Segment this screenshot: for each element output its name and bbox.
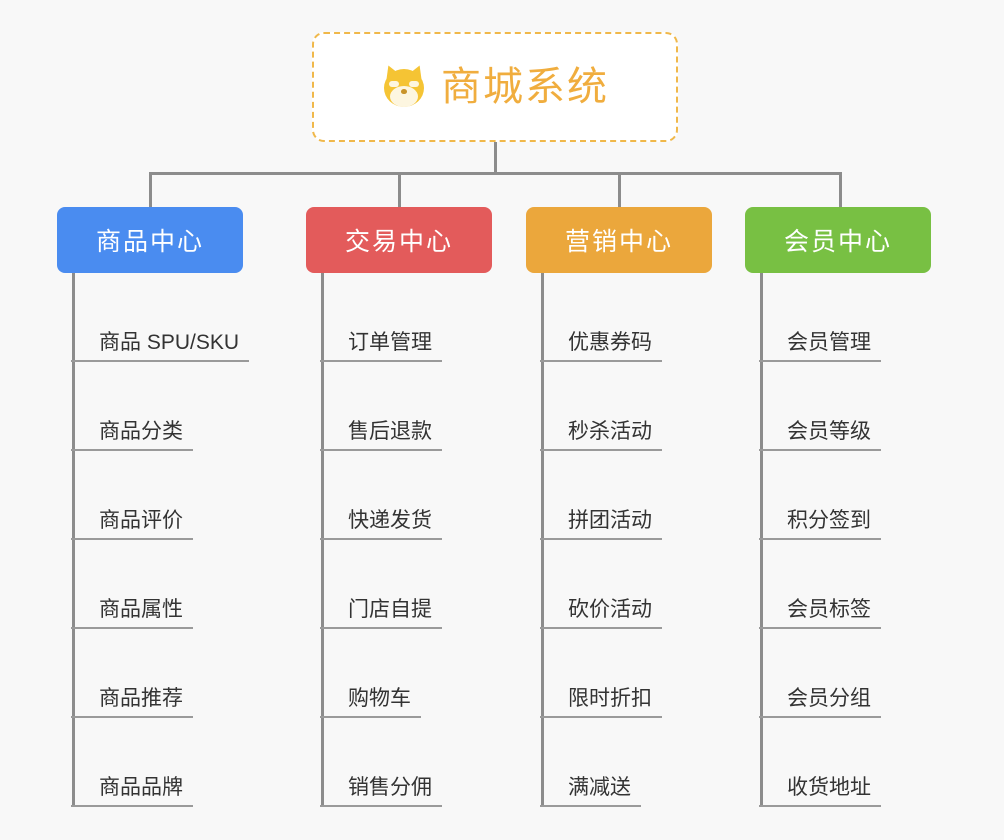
leaf-item[interactable]: 会员分组: [745, 629, 931, 719]
connector-spine-product-center: [72, 273, 75, 807]
category-header-marketing-center[interactable]: 营销中心: [526, 207, 712, 273]
leaf-list-marketing-center: 优惠券码 秒杀活动 拼团活动 砍价活动 限时折扣 满减送: [526, 273, 712, 808]
connector-drop-product-center: [149, 172, 152, 207]
shiba-dog-face-icon: [380, 62, 428, 110]
leaf-item[interactable]: 会员等级: [745, 362, 931, 452]
connector-spine-marketing-center: [541, 273, 544, 807]
leaf-item-label: 限时折扣: [540, 687, 662, 719]
leaf-item[interactable]: 满减送: [526, 718, 712, 808]
leaf-item-label: 售后退款: [320, 420, 442, 452]
column-member-center: 会员中心 会员管理 会员等级 积分签到 会员标签 会员分组 收货地址: [745, 207, 931, 808]
category-header-label: 会员中心: [783, 228, 892, 256]
leaf-item-label: 会员管理: [759, 331, 881, 363]
category-header-label: 商品中心: [95, 228, 204, 256]
leaf-list-member-center: 会员管理 会员等级 积分签到 会员标签 会员分组 收货地址: [745, 273, 931, 808]
leaf-item[interactable]: 商品分类: [57, 362, 243, 452]
leaf-item[interactable]: 销售分佣: [306, 718, 492, 808]
connector-spine-member-center: [760, 273, 763, 807]
root-node-shopping-mall-system[interactable]: 商城系统: [312, 32, 678, 142]
leaf-item-label: 砍价活动: [540, 598, 662, 630]
leaf-item-label: 销售分佣: [320, 776, 442, 808]
category-header-product-center[interactable]: 商品中心: [57, 207, 243, 273]
leaf-item-label: 秒杀活动: [540, 420, 662, 452]
leaf-item[interactable]: 购物车: [306, 629, 492, 719]
leaf-item-label: 快递发货: [320, 509, 442, 541]
leaf-item[interactable]: 商品推荐: [57, 629, 243, 719]
category-header-member-center[interactable]: 会员中心: [745, 207, 931, 273]
leaf-item[interactable]: 会员标签: [745, 540, 931, 630]
leaf-list-product-center: 商品 SPU/SKU 商品分类 商品评价 商品属性 商品推荐 商品品牌: [57, 273, 250, 808]
leaf-item-label: 商品推荐: [71, 687, 193, 719]
connector-drop-trade-center: [398, 172, 401, 207]
leaf-item-label: 商品 SPU/SKU: [70, 331, 250, 363]
connector-spine-trade-center: [321, 273, 324, 807]
leaf-item[interactable]: 会员管理: [745, 273, 931, 363]
leaf-item[interactable]: 售后退款: [306, 362, 492, 452]
leaf-item[interactable]: 秒杀活动: [526, 362, 712, 452]
leaf-item-label: 门店自提: [320, 598, 442, 630]
leaf-item-label: 商品评价: [71, 509, 193, 541]
leaf-item-label: 商品分类: [71, 420, 193, 452]
leaf-item[interactable]: 限时折扣: [526, 629, 712, 719]
leaf-item-label: 购物车: [320, 687, 421, 719]
leaf-item-label: 商品属性: [71, 598, 193, 630]
leaf-list-trade-center: 订单管理 售后退款 快递发货 门店自提 购物车 销售分佣: [306, 273, 492, 808]
column-trade-center: 交易中心 订单管理 售后退款 快递发货 门店自提 购物车 销售分佣: [306, 207, 492, 808]
connector-horizontal-bus: [150, 172, 842, 175]
column-product-center: 商品中心 商品 SPU/SKU 商品分类 商品评价 商品属性 商品推荐 商品品牌: [57, 207, 250, 808]
leaf-item-label: 拼团活动: [540, 509, 662, 541]
connector-drop-member-center: [839, 172, 842, 207]
column-marketing-center: 营销中心 优惠券码 秒杀活动 拼团活动 砍价活动 限时折扣 满减送: [526, 207, 712, 808]
leaf-item-label: 会员分组: [759, 687, 881, 719]
leaf-item-label: 商品品牌: [71, 776, 193, 808]
leaf-item[interactable]: 商品 SPU/SKU: [57, 273, 250, 363]
leaf-item[interactable]: 订单管理: [306, 273, 492, 363]
leaf-item[interactable]: 商品评价: [57, 451, 243, 541]
leaf-item-label: 会员等级: [759, 420, 881, 452]
category-header-trade-center[interactable]: 交易中心: [306, 207, 492, 273]
connector-root-stem: [494, 142, 497, 175]
leaf-item-label: 优惠券码: [540, 331, 662, 363]
leaf-item-label: 满减送: [540, 776, 641, 808]
leaf-item-label: 订单管理: [320, 331, 442, 363]
leaf-item[interactable]: 砍价活动: [526, 540, 712, 630]
leaf-item[interactable]: 优惠券码: [526, 273, 712, 363]
leaf-item[interactable]: 商品品牌: [57, 718, 243, 808]
leaf-item[interactable]: 快递发货: [306, 451, 492, 541]
category-header-label: 营销中心: [564, 228, 673, 256]
leaf-item[interactable]: 拼团活动: [526, 451, 712, 541]
leaf-item[interactable]: 门店自提: [306, 540, 492, 630]
leaf-item[interactable]: 收货地址: [745, 718, 931, 808]
leaf-item[interactable]: 商品属性: [57, 540, 243, 630]
root-node-title: 商城系统: [441, 65, 609, 109]
leaf-item-label: 会员标签: [759, 598, 881, 630]
category-header-label: 交易中心: [344, 228, 453, 256]
leaf-item[interactable]: 积分签到: [745, 451, 931, 541]
leaf-item-label: 积分签到: [759, 509, 881, 541]
leaf-item-label: 收货地址: [759, 776, 881, 808]
connector-drop-marketing-center: [618, 172, 621, 207]
